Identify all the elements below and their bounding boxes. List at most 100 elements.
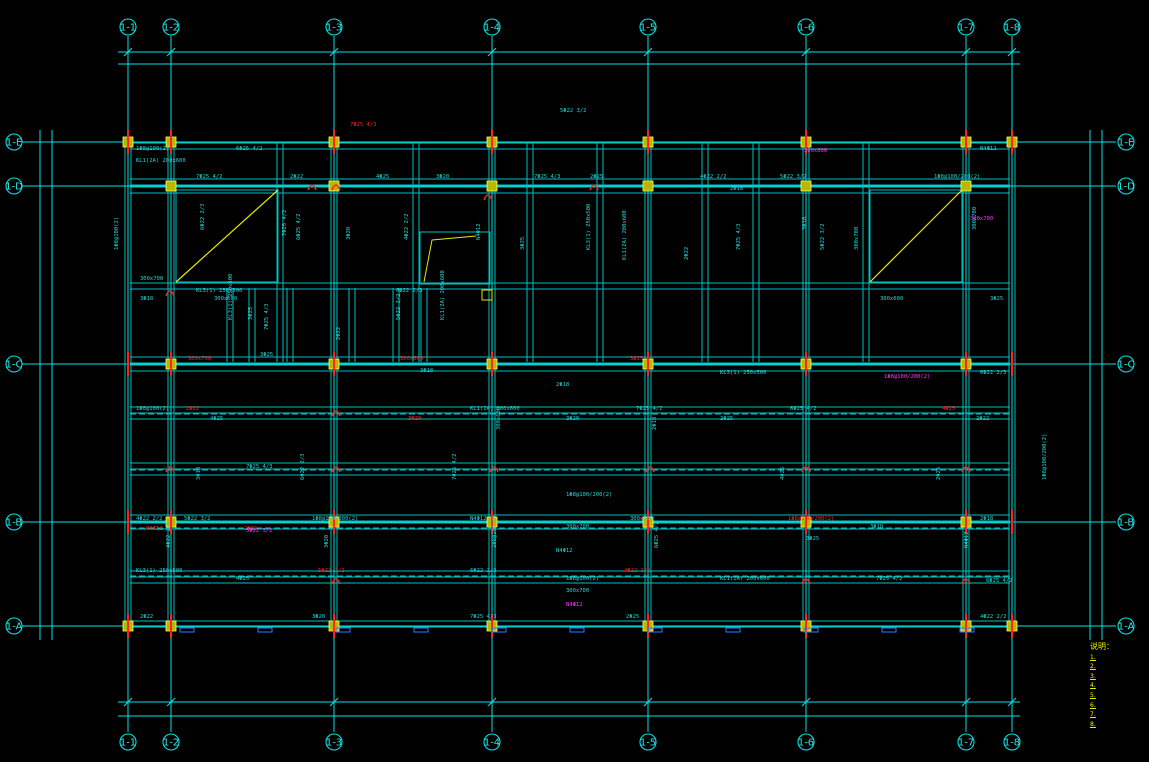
grid-bubble xyxy=(1117,355,1135,373)
special-annotation: 300x600 xyxy=(804,148,827,154)
rebar-annotation: 3Φ20 xyxy=(408,416,421,422)
beam-annotation-vertical: 7Φ25 4/3 xyxy=(736,224,742,251)
beam-annotation: 3Φ20 xyxy=(312,614,325,620)
rebar-hook xyxy=(307,184,317,191)
rebar-hook xyxy=(801,466,811,473)
grid-bubble-label: 1-3 xyxy=(326,738,342,749)
rebar-hook xyxy=(801,578,811,585)
note-line: 3. xyxy=(1090,672,1096,680)
rebar-hook xyxy=(331,410,341,417)
beam-annotation-vertical: 300x700 xyxy=(854,227,860,250)
beam-annotation-vertical: KL3(1) 250x500 xyxy=(228,274,234,320)
beam-annotation: 300x600 xyxy=(880,296,903,302)
grid-bubble xyxy=(1117,133,1135,151)
beam-annotation: 4Φ22 2/2 xyxy=(136,516,163,522)
footing-mark xyxy=(491,627,507,633)
rebar-hook xyxy=(165,290,175,297)
note-line: 5. xyxy=(1090,691,1096,699)
beam-annotation: 2Φ25 xyxy=(720,416,733,422)
footing-mark xyxy=(725,627,741,633)
marker xyxy=(481,289,493,301)
beam-annotation: 4Φ25 xyxy=(236,576,249,582)
column xyxy=(960,180,972,192)
grid-bubble-label: 1-6 xyxy=(798,23,814,34)
beam-annotation: 6Φ25 4/2 xyxy=(790,406,817,412)
grid-bubble-label: 1-2 xyxy=(163,23,179,34)
beam-annotation: 7Φ25 4/2 xyxy=(636,406,663,412)
beam-annotation-vertical: 300x600 xyxy=(496,407,502,430)
grid-bubble xyxy=(119,733,137,751)
stair-line xyxy=(423,235,477,283)
grid-bubble-label: 1-A xyxy=(1118,622,1135,633)
beam-annotation: 5Φ22 3/2 xyxy=(184,516,211,522)
grid-bubble xyxy=(1117,617,1135,635)
beam-annotation: 1Φ8@100/200(2) xyxy=(312,516,358,522)
grid-bubble xyxy=(325,733,343,751)
beam-annotation-vertical: 3Φ18 xyxy=(802,217,808,230)
grid-bubble xyxy=(5,133,23,151)
footing-mark xyxy=(881,627,897,633)
rebar-annotation: 2Φ22 xyxy=(186,406,199,412)
beam-annotation: 7Φ25 4/3 xyxy=(246,464,273,470)
note-line: 2. xyxy=(1090,663,1096,671)
beam-annotation: 3Φ18 xyxy=(420,368,433,374)
rebar-hook xyxy=(483,194,493,201)
beam-annotation: 300x700 xyxy=(566,524,589,530)
grid-bubble-label: 1-B xyxy=(6,518,23,529)
beam-annotation-vertical: 2Φ22 xyxy=(336,327,342,340)
beam-annotation-vertical: 3Φ25 xyxy=(520,237,526,250)
beam-annotation-vertical: 3Φ25 xyxy=(248,307,254,320)
beam-annotation: 6Φ22 2/3 xyxy=(396,288,423,294)
beam-annotation: 3Φ25 xyxy=(260,352,273,358)
beam-annotation: 3Φ25 xyxy=(990,296,1003,302)
rebar-hook xyxy=(489,466,499,473)
rebar-hook xyxy=(961,466,971,473)
grid-bubble xyxy=(1003,18,1021,36)
grid-bubble xyxy=(1117,513,1135,531)
grid-bubble xyxy=(483,18,501,36)
grid-bubble-label: 1-6 xyxy=(798,738,814,749)
beam-annotation: N4Φ12 xyxy=(980,146,997,152)
beam-annotation: 6Φ25 4/2 xyxy=(986,578,1013,584)
grid-bubble xyxy=(1117,177,1135,195)
rebar-hook xyxy=(331,466,341,473)
rebar-annotation: 3Φ25 xyxy=(630,356,643,362)
beam-annotation: 300x700 xyxy=(140,276,163,282)
beam-annotation: 2Φ18 xyxy=(556,382,569,388)
beam-annotation-vertical: 6Φ22 2/3 xyxy=(200,204,206,231)
rebar-annotation: 2Φ25 xyxy=(244,526,257,532)
beam-annotation-vertical: N4Φ12 xyxy=(964,531,970,548)
opening xyxy=(419,231,491,285)
beam-annotation: 4Φ25 xyxy=(210,416,223,422)
rebar-hook xyxy=(645,466,655,473)
beam-annotation-vertical: 3Φ20 xyxy=(346,227,352,240)
special-annotation: 1Φ8@100/200(2) xyxy=(884,374,930,380)
rebar-annotation: 4Φ22 2/2 xyxy=(624,568,651,574)
rebar-annotation: N4Φ12 xyxy=(146,526,163,532)
beam-annotation: 2Φ18 xyxy=(730,186,743,192)
rebar-annotation: 1Φ8@100/200(2) xyxy=(788,516,834,522)
beam-annotation-vertical: 4Φ22 2/2 xyxy=(166,522,172,549)
rebar-hook xyxy=(589,184,599,191)
note-line: 1. xyxy=(1090,653,1096,661)
grid-bubble-label: 1-B xyxy=(1118,518,1135,529)
column xyxy=(800,180,812,192)
beam-annotation-vertical: KL1(2A) 200x600 xyxy=(622,210,628,260)
beam-annotation-vertical: 5Φ22 3/2 xyxy=(396,294,402,321)
note-line: 7. xyxy=(1090,711,1096,719)
beam-annotation-vertical: 6Φ25 4/2 xyxy=(296,214,302,241)
beam-annotation: 2Φ25 xyxy=(626,614,639,620)
beam-annotation: 4Φ22 2/2 xyxy=(980,614,1007,620)
special-annotation: 5Φ22 3/2 xyxy=(246,528,273,534)
beam-annotation: KL1(2A) 200x600 xyxy=(720,576,770,582)
beam-annotation: 1Φ8@100(2) xyxy=(136,406,169,412)
beam-annotation: 300x700 xyxy=(566,588,589,594)
grid-bubble xyxy=(5,177,23,195)
rebar-annotation: 5Φ22 3/2 xyxy=(318,568,345,574)
beam-annotation: KL3(1) 250x500 xyxy=(196,288,242,294)
grid-bubble-label: 1-7 xyxy=(958,738,974,749)
grid-bubble-label: 1-1 xyxy=(120,23,136,34)
beam-annotation: 7Φ25 4/3 xyxy=(534,174,561,180)
